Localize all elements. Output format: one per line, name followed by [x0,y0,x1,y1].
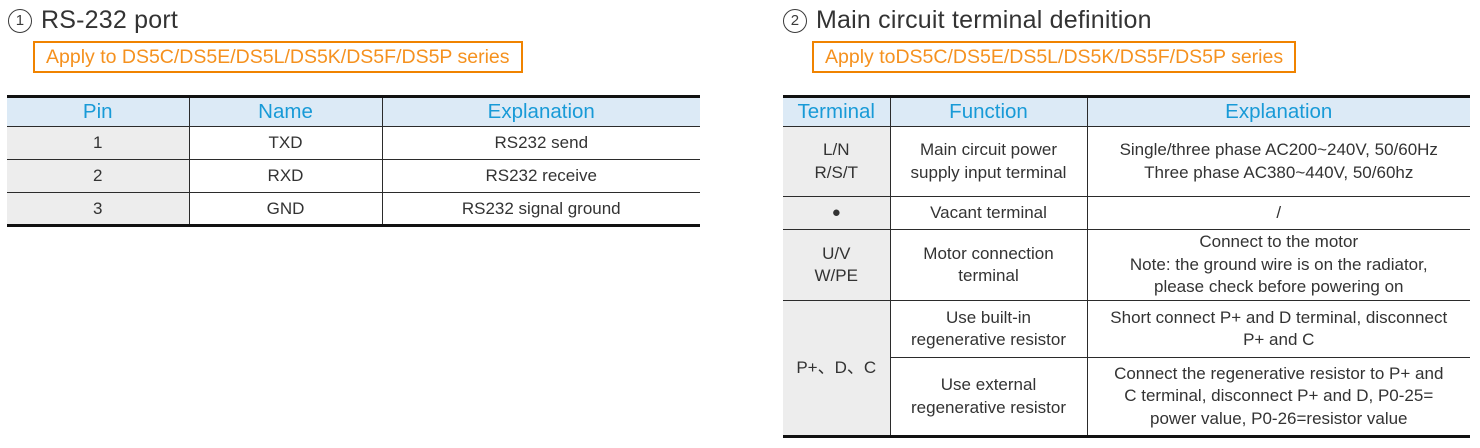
main-circuit-apply-series-text: Apply toDS5C/DS5E/DS5L/DS5K/DS5F/DS5P se… [825,45,1284,68]
function-cell: Main circuit power supply input terminal [889,126,1087,197]
rs232-col-header-explanation: Explanation [381,96,700,127]
explanation-cell: RS232 send [381,126,700,160]
rs232-col-header-pin: Pin [7,96,189,127]
name-cell: GND [188,192,382,226]
main-circuit-section-title: 2 Main circuit terminal definition [783,6,1152,35]
terminal-cell: U/V W/PE [783,229,890,301]
table-row: L/N R/S/T Main circuit power supply inpu… [783,126,1470,197]
explanation-cell: RS232 receive [381,159,700,193]
table-row: 3 GND RS232 signal ground [7,192,700,226]
function-cell: Use external regenerative resistor [889,357,1087,437]
explanation-cell: Connect the regenerative resistor to P+ … [1086,357,1470,437]
main-circuit-header-row: Terminal Function Explanation [783,96,1470,127]
table-row: ● Vacant terminal / [783,196,1470,230]
explanation-cell: Connect to the motor Note: the ground wi… [1086,229,1470,301]
terminal-cell: L/N R/S/T [783,126,890,197]
explanation-cell: RS232 signal ground [381,192,700,226]
explanation-cell: Single/three phase AC200~240V, 50/60Hz T… [1086,126,1470,197]
col-header-function: Function [889,96,1087,127]
name-cell: RXD [188,159,382,193]
rs232-table: Pin Name Explanation 1 TXD RS232 send 2 … [7,95,700,227]
table-row: P+、D、C Use built-in regenerative resisto… [783,300,1470,437]
table-row: U/V W/PE Motor connection terminal Conne… [783,229,1470,301]
rs232-title-text: RS-232 port [41,6,178,34]
col-header-explanation: Explanation [1086,96,1470,127]
main-circuit-title-text: Main circuit terminal definition [816,6,1152,34]
explanation-cell: / [1086,196,1470,230]
name-cell: TXD [188,126,382,160]
pin-cell: 1 [7,126,189,160]
col-header-terminal: Terminal [783,96,890,127]
rs232-col-header-name: Name [188,96,382,127]
filled-circle-icon: ● [831,203,841,221]
pin-cell: 2 [7,159,189,193]
rs232-apply-series-text: Apply to DS5C/DS5E/DS5L/DS5K/DS5F/DS5P s… [46,45,510,68]
function-cell: Motor connection terminal [889,229,1087,301]
rs232-apply-series-badge: Apply to DS5C/DS5E/DS5L/DS5K/DS5F/DS5P s… [33,41,523,73]
table-row: Use external regenerative resistor Conne… [783,357,1470,437]
rs232-header-row: Pin Name Explanation [7,96,700,127]
circled-number-2: 2 [783,8,807,33]
main-circuit-table: Terminal Function Explanation L/N R/S/T … [783,95,1470,438]
table-row: 1 TXD RS232 send [7,126,700,160]
explanation-cell: Short connect P+ and D terminal, disconn… [1086,300,1470,358]
main-circuit-apply-series-badge: Apply toDS5C/DS5E/DS5L/DS5K/DS5F/DS5P se… [812,41,1297,73]
function-cell: Use built-in regenerative resistor [889,300,1087,358]
pin-cell: 3 [7,192,189,226]
function-cell: Vacant terminal [889,196,1087,230]
terminal-cell-vacant-dot: ● [783,196,890,230]
rs232-section-title: 1 RS-232 port [8,6,178,35]
circled-number-1: 1 [8,8,32,33]
table-row: 2 RXD RS232 receive [7,159,700,193]
terminal-cell-merged: P+、D、C [783,300,890,437]
